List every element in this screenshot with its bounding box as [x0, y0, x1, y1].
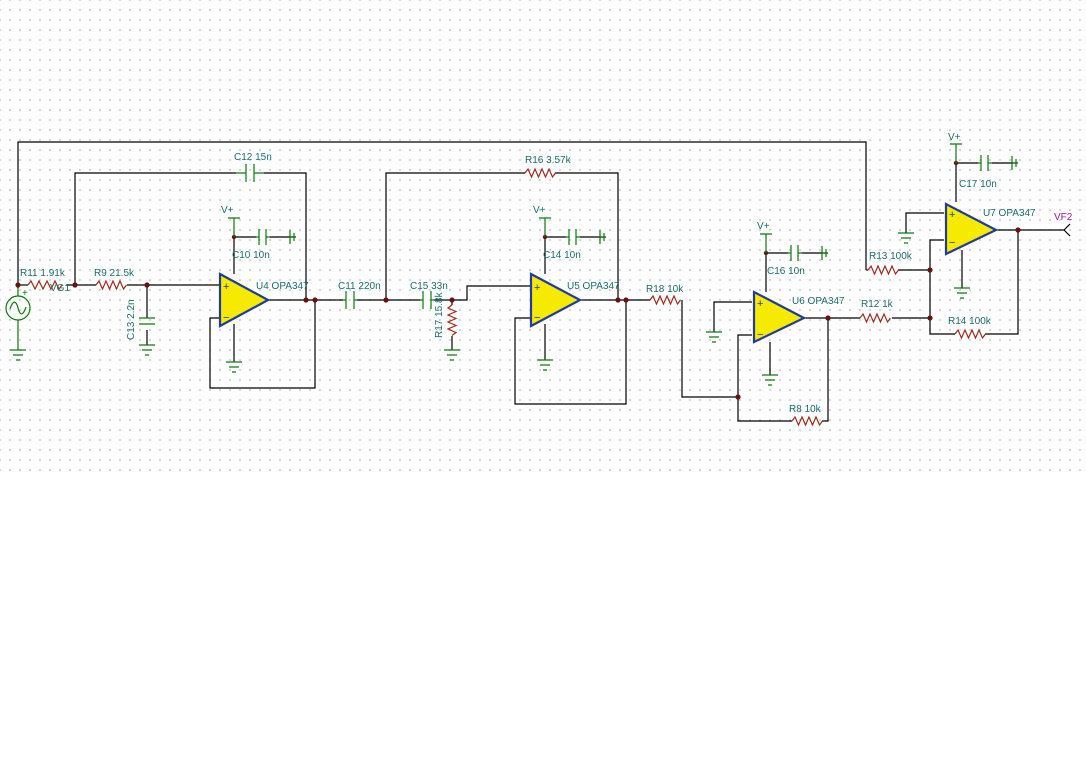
label-r9: R9 21.5k: [94, 268, 135, 279]
resistor-r13[interactable]: [867, 264, 899, 276]
label-c15: C15 33n: [410, 281, 448, 292]
opamp-u4[interactable]: + −: [212, 272, 271, 328]
capacitor-c14[interactable]: [566, 229, 606, 245]
svg-text:−: −: [534, 312, 540, 324]
junction: [927, 267, 933, 273]
svg-text:+: +: [22, 288, 28, 299]
svg-text:−: −: [757, 329, 763, 341]
label-vplus-u4: V+: [221, 205, 234, 216]
label-r8: R8 10k: [789, 404, 822, 415]
label-c14: C14 10n: [543, 250, 581, 261]
junction: [312, 297, 318, 303]
label-c13: C13 2.2n: [126, 299, 137, 340]
capacitor-c16[interactable]: [788, 245, 828, 261]
label-vplus-u6: V+: [757, 221, 770, 232]
capacitor-c17[interactable]: [978, 155, 1018, 171]
junctions: [15, 160, 1021, 400]
source-vg1[interactable]: +: [5, 288, 31, 361]
label-vplus-u5: V+: [533, 205, 546, 216]
label-u5: U5 OPA347: [567, 281, 620, 292]
grounds: [226, 232, 970, 386]
svg-text:−: −: [949, 237, 955, 249]
label-r11: R11 1.91k: [20, 268, 66, 279]
svg-text:+: +: [223, 281, 229, 293]
output-terminal-vf2[interactable]: [1063, 223, 1071, 237]
resistor-r16[interactable]: [524, 167, 556, 179]
junction: [449, 297, 455, 303]
label-c17: C17 10n: [959, 179, 997, 190]
label-c10: C10 10n: [232, 250, 270, 261]
label-r14: R14 100k: [948, 316, 992, 327]
supplies: [228, 143, 962, 253]
junction: [735, 394, 741, 400]
resistor-r12[interactable]: [859, 312, 891, 324]
label-vplus-u7: V+: [948, 132, 961, 143]
junction: [383, 297, 389, 303]
label-r12: R12 1k: [861, 299, 894, 310]
junction: [623, 297, 629, 303]
label-r17: R17 15.8k: [434, 291, 445, 338]
label-c11: C11 220n: [338, 281, 381, 292]
capacitor-c15[interactable]: [420, 291, 434, 309]
junction: [303, 297, 309, 303]
junction: [144, 282, 150, 288]
label-r18: R18 10k: [646, 284, 684, 295]
label-c12: C12 15n: [234, 152, 272, 163]
labels: R11 1.91k VG1 R9 21.5k C13 2.2n C12 15n …: [20, 132, 1073, 415]
opamp-u6[interactable]: + −: [752, 290, 807, 344]
resistor-r14[interactable]: [954, 328, 986, 340]
label-vg1: VG1: [50, 283, 70, 294]
resistor-r17[interactable]: [444, 304, 460, 361]
junction: [72, 282, 78, 288]
junction: [15, 282, 21, 288]
schematic-grid: [0, 0, 1086, 478]
svg-text:+: +: [757, 298, 763, 310]
junction: [1015, 227, 1021, 233]
opamp-u7[interactable]: + −: [944, 202, 999, 256]
capacitor-c13[interactable]: [139, 317, 155, 356]
label-r16: R16 3.57k: [525, 155, 572, 166]
junction: [615, 297, 621, 303]
svg-text:−: −: [223, 312, 229, 324]
capacitor-c12[interactable]: [236, 164, 264, 182]
junction: [927, 315, 933, 321]
label-r13: R13 100k: [869, 251, 913, 262]
label-output-vf2: VF2: [1054, 212, 1073, 223]
junction: [825, 315, 831, 321]
resistor-r9[interactable]: [95, 279, 127, 291]
resistor-r18[interactable]: [649, 294, 681, 306]
opamp-u5[interactable]: + −: [527, 272, 583, 328]
label-u7: U7 OPA347: [983, 208, 1036, 219]
label-c16: C16 10n: [767, 266, 805, 277]
resistor-r8[interactable]: [791, 415, 823, 427]
svg-text:+: +: [534, 282, 540, 294]
capacitor-c10[interactable]: [256, 229, 296, 245]
svg-text:+: +: [949, 209, 955, 221]
resistor-r11[interactable]: [27, 279, 63, 291]
label-u6: U6 OPA347: [792, 296, 845, 307]
label-u4: U4 OPA347: [256, 281, 309, 292]
capacitor-c11[interactable]: [343, 291, 357, 309]
